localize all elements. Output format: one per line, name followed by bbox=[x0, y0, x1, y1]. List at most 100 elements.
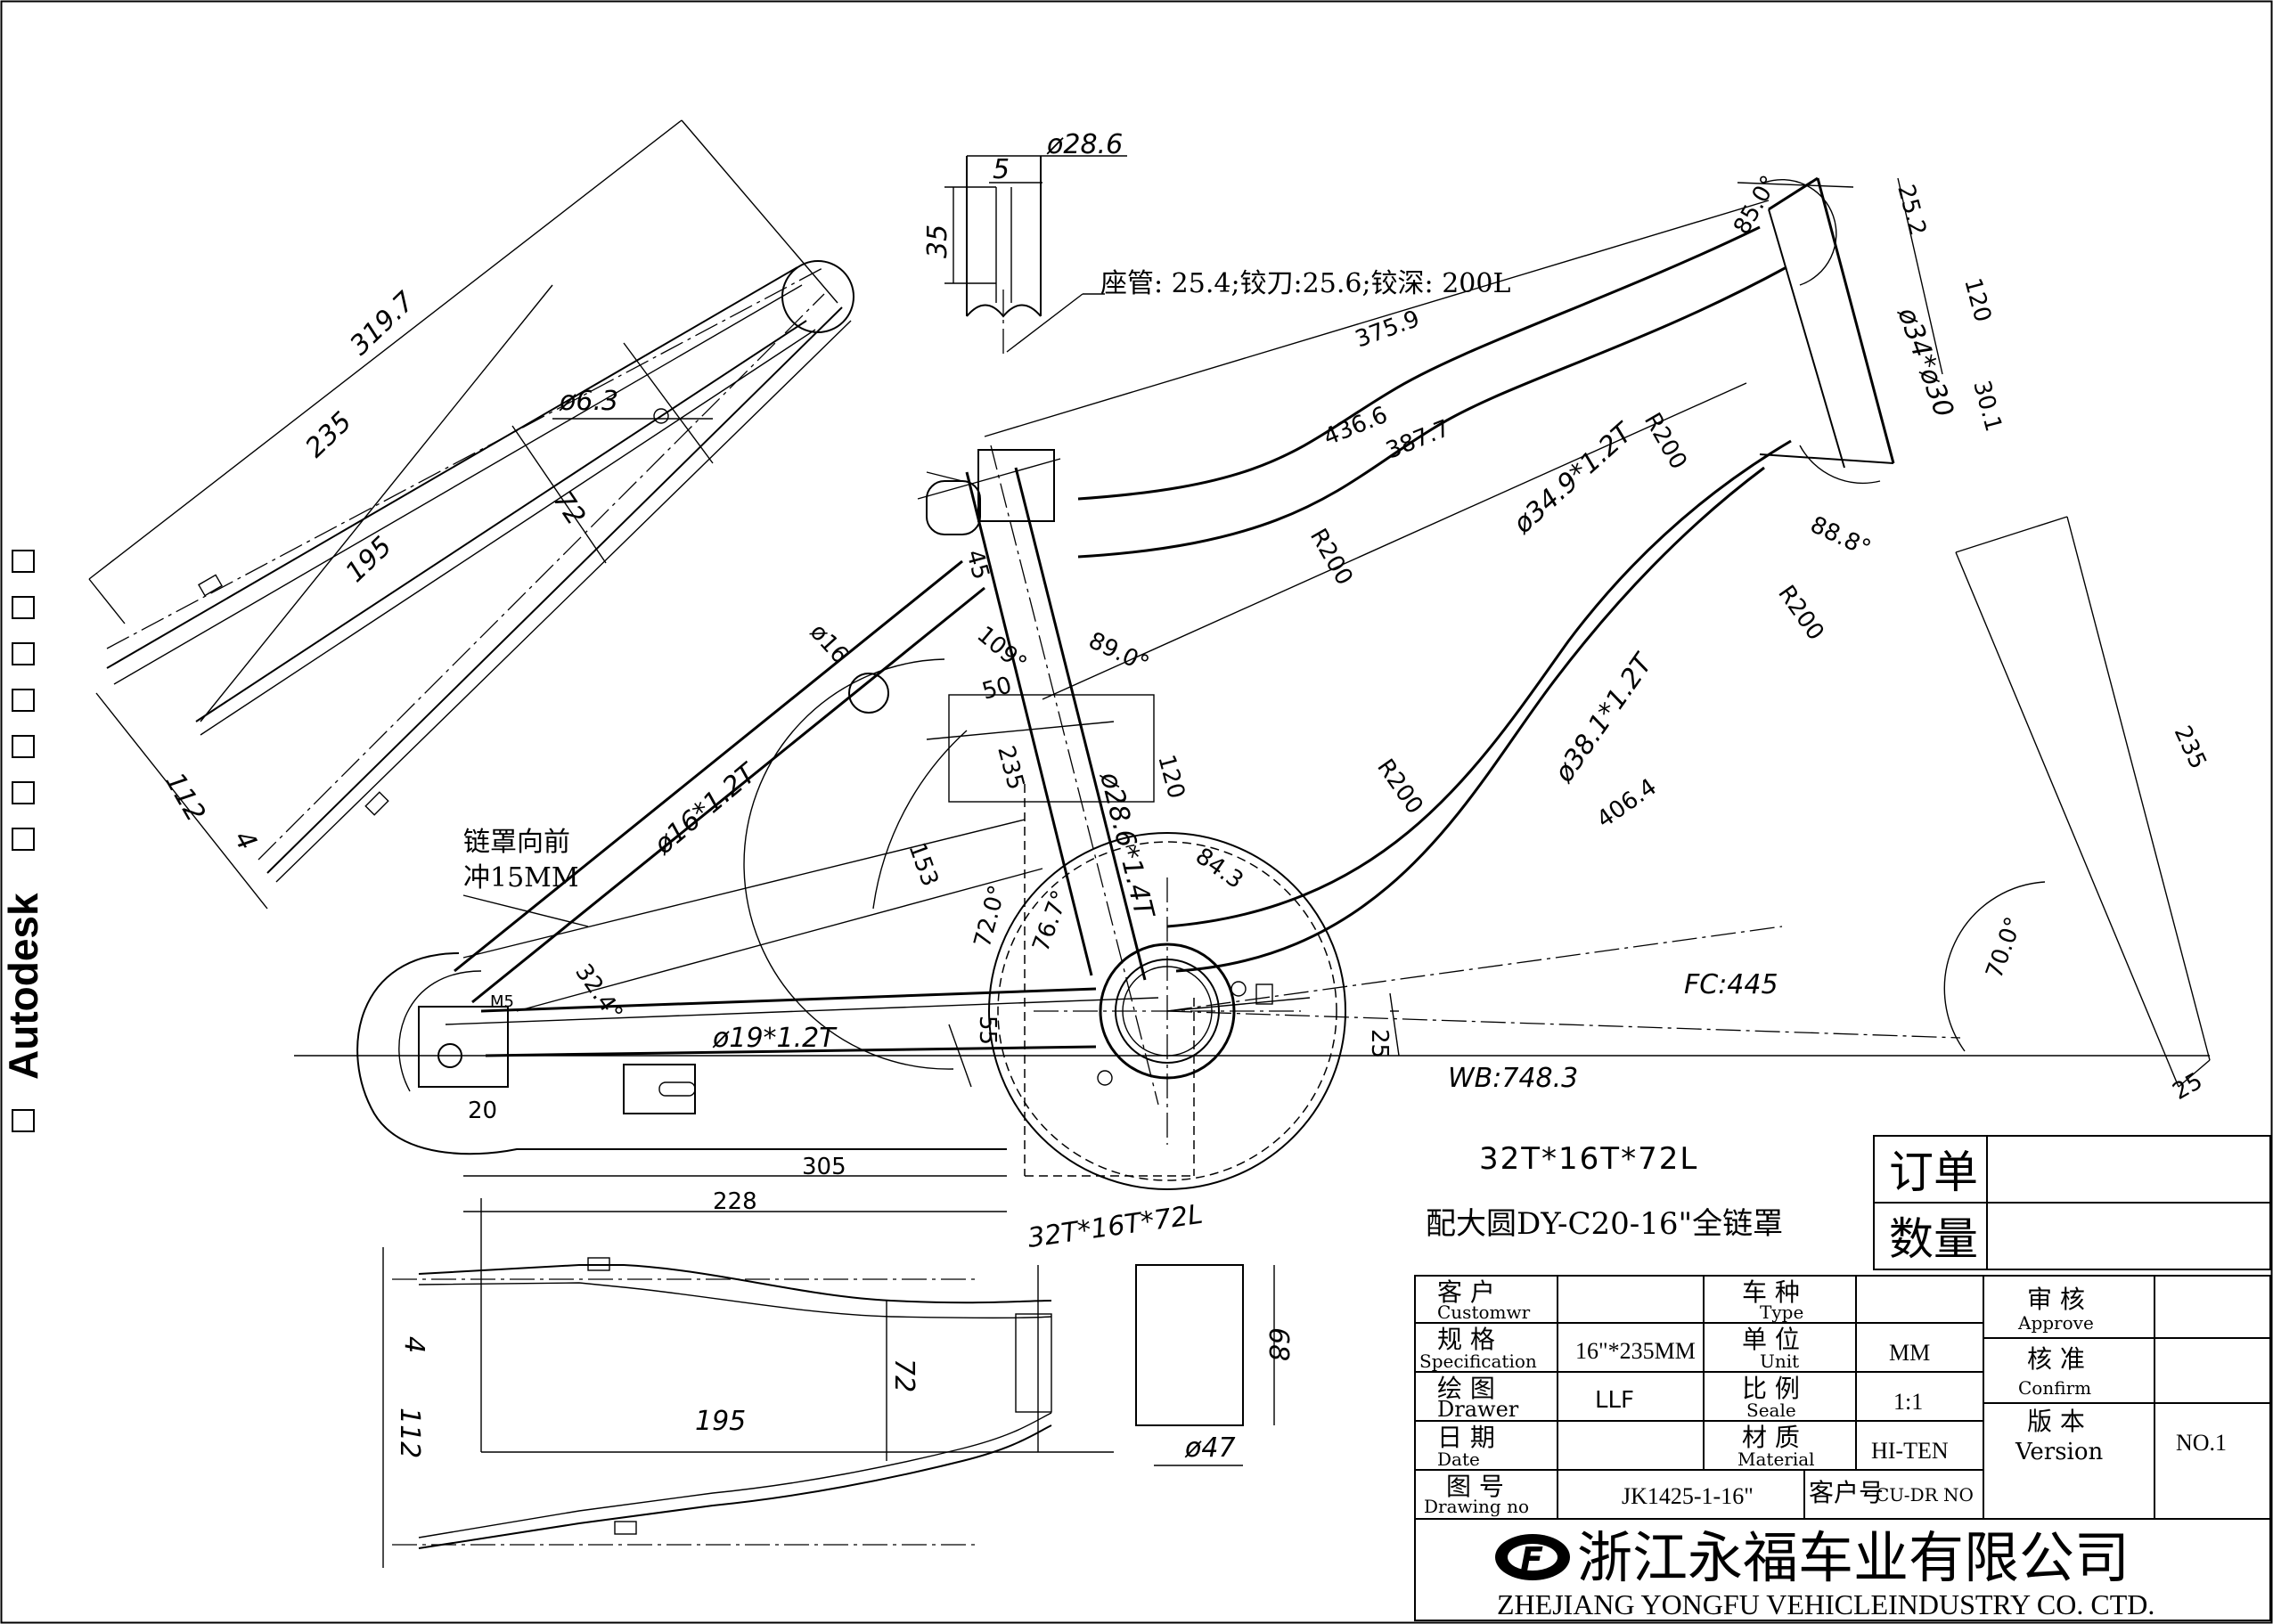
dim-seat-stay-16: ø16 bbox=[805, 619, 854, 669]
tb-spec-value: 16"*235MM bbox=[1575, 1338, 1696, 1364]
strip-checkbox[interactable] bbox=[12, 828, 35, 851]
order-box: 订单 数量 bbox=[1873, 1135, 2271, 1270]
tb-cust-no-en: CU-DR NO bbox=[1876, 1484, 1974, 1506]
dim-25-bb: 25 bbox=[1366, 1029, 1393, 1058]
tb-scale-value: 1:1 bbox=[1893, 1389, 1923, 1415]
autodesk-side-strip: Autodesk bbox=[0, 550, 46, 1132]
strip-checkbox[interactable] bbox=[12, 642, 35, 665]
tb-confirm-en: Confirm bbox=[2018, 1377, 2091, 1399]
company-logo: F bbox=[1495, 1534, 1570, 1580]
company-name-en: ZHEJIANG YONGFU VEHICLEINDUSTRY CO. CTD. bbox=[1497, 1588, 2154, 1620]
dim-r200-d: R200 bbox=[1371, 755, 1427, 820]
label-head-tube: ø34*ø30 bbox=[1891, 303, 1959, 421]
company-logo-glyph: F bbox=[1520, 1540, 1543, 1579]
autodesk-brand: Autodesk bbox=[0, 893, 46, 1080]
dim-fc: FC:445 bbox=[1684, 969, 1778, 1000]
dim-slot-depth: 35 bbox=[922, 224, 953, 258]
tb-drawing-en: Drawing no bbox=[1424, 1496, 1529, 1517]
label-seat-stay: ø16*1.2T bbox=[648, 756, 764, 861]
seat-tube-detail: ø28.6 5 35 座管: 25.4;铰刀:25.6;铰深: 200L bbox=[922, 129, 1510, 356]
tb-drawing-cn: 图 号 bbox=[1446, 1472, 1504, 1501]
dim-45: 45 bbox=[961, 547, 994, 583]
tb-version-en: Version bbox=[2015, 1439, 2104, 1465]
dim-lower-4: 4 bbox=[398, 1336, 429, 1353]
tb-material-value: HI-TEN bbox=[1871, 1438, 1949, 1464]
dim-lower-47: ø47 bbox=[1184, 1432, 1236, 1464]
label-chain-stay: ø19*1.2T bbox=[712, 1023, 838, 1054]
title-block: 客 户 Customwr 车 种 Type 规 格 Specification … bbox=[1414, 1275, 2271, 1621]
dim-20: 20 bbox=[468, 1098, 497, 1124]
dim-angle-88: 88.8° bbox=[1806, 511, 1875, 562]
tb-customer-en: Customwr bbox=[1437, 1302, 1531, 1323]
tb-drawer-cn: 绘 图 bbox=[1437, 1374, 1495, 1403]
dim-wb: WB:748.3 bbox=[1448, 1063, 1578, 1094]
dim-stay-72: 72 bbox=[546, 486, 591, 531]
dim-stay-length: 319.7 bbox=[344, 286, 421, 362]
chain-cover-note-line2: 冲15MM bbox=[463, 862, 579, 894]
chain-cover-note-line1: 链罩向前 bbox=[463, 827, 570, 858]
dim-stay-195: 195 bbox=[339, 531, 398, 589]
label-top-tube: ø34.9*1.2T bbox=[1507, 416, 1640, 541]
strip-checkbox[interactable] bbox=[12, 735, 35, 758]
tb-material-cn: 材 质 bbox=[1742, 1423, 1800, 1452]
dim-235-fork: 235 bbox=[2169, 722, 2212, 773]
dim-r200-b: R200 bbox=[1639, 409, 1692, 475]
strip-checkbox[interactable] bbox=[12, 596, 35, 619]
tb-scale-en: Seale bbox=[1746, 1400, 1796, 1421]
strip-checkbox[interactable] bbox=[12, 781, 35, 804]
dim-406: 406.4 bbox=[1592, 773, 1662, 833]
tb-spec-cn: 规 格 bbox=[1437, 1325, 1495, 1354]
dim-r200-a: R200 bbox=[1304, 525, 1358, 591]
dim-153: 153 bbox=[903, 839, 943, 890]
chain-stay-top-view: 112 4 195 72 68 ø47 32T*16T*72L bbox=[382, 1198, 1294, 1568]
dim-stay-235: 235 bbox=[299, 406, 358, 464]
seat-tube-note: 座管: 25.4;铰刀:25.6;铰深: 200L bbox=[1100, 268, 1510, 299]
dim-387: 387.7 bbox=[1382, 415, 1453, 465]
dim-25-2: 25.2 bbox=[1892, 182, 1931, 239]
dim-436: 436.6 bbox=[1320, 402, 1391, 452]
tb-cust-no-cn: 客户号 bbox=[1809, 1478, 1884, 1507]
dim-angle-32: 32.4° bbox=[569, 959, 627, 1026]
dim-25-fork: 25 bbox=[2169, 1068, 2208, 1106]
tb-scale-cn: 比 例 bbox=[1742, 1374, 1800, 1403]
gear-spec: 32T*16T*72L bbox=[1479, 1141, 1698, 1177]
dim-55: 55 bbox=[974, 1016, 1001, 1045]
dim-50: 50 bbox=[979, 672, 1015, 706]
dim-235-bb: 235 bbox=[992, 743, 1029, 793]
tb-drawer-en: Drawer bbox=[1437, 1397, 1519, 1422]
dim-lower-72: 72 bbox=[888, 1359, 920, 1392]
tb-drawing-value: JK1425-1-16" bbox=[1622, 1483, 1754, 1509]
tb-unit-en: Unit bbox=[1760, 1351, 1799, 1372]
strip-checkbox[interactable] bbox=[12, 689, 35, 712]
strip-checkbox[interactable] bbox=[12, 550, 35, 573]
tb-spec-en: Specification bbox=[1419, 1351, 1537, 1372]
tb-type-cn: 车 种 bbox=[1742, 1277, 1800, 1307]
tb-drawer-value: LLF bbox=[1595, 1387, 1634, 1414]
tb-approve-en: Approve bbox=[2017, 1312, 2094, 1334]
company-name-cn: 浙江永福车业有限公司 bbox=[1577, 1525, 2130, 1590]
dim-84: 84.3 bbox=[1190, 843, 1248, 894]
dim-lower-195: 195 bbox=[695, 1406, 746, 1437]
dim-120-head: 120 bbox=[1958, 275, 1996, 325]
tb-approve-cn: 审 核 bbox=[2027, 1285, 2085, 1314]
strip-checkbox[interactable] bbox=[12, 1109, 35, 1132]
frame-side-view: ø34.9*1.2T ø38.1*1.2T ø28.6*1.4T ø16*1.2… bbox=[294, 171, 2212, 1215]
tb-version-cn: 版 本 bbox=[2027, 1407, 2085, 1436]
dim-lower-68: 68 bbox=[1263, 1327, 1294, 1361]
gear-spec-lower: 32T*16T*72L bbox=[1026, 1199, 1205, 1254]
dim-slot-width: 5 bbox=[993, 154, 1010, 185]
dim-r200-c: R200 bbox=[1772, 581, 1828, 646]
tb-confirm-cn: 核 准 bbox=[2027, 1344, 2085, 1374]
dim-stay-112: 112 bbox=[159, 768, 211, 828]
tb-date-en: Date bbox=[1437, 1449, 1480, 1470]
dim-120-bb: 120 bbox=[1152, 752, 1190, 802]
dim-angle-89: 89.0° bbox=[1084, 627, 1153, 678]
dim-stay-4: 4 bbox=[227, 826, 263, 856]
dim-305: 305 bbox=[802, 1154, 846, 1180]
dim-m5: M5 bbox=[490, 992, 514, 1011]
dim-angle-72: 72.0° bbox=[969, 883, 1011, 951]
dim-angle-70: 70.0° bbox=[1981, 914, 2027, 983]
dim-375: 375.9 bbox=[1352, 306, 1423, 354]
dim-228: 228 bbox=[713, 1188, 757, 1215]
